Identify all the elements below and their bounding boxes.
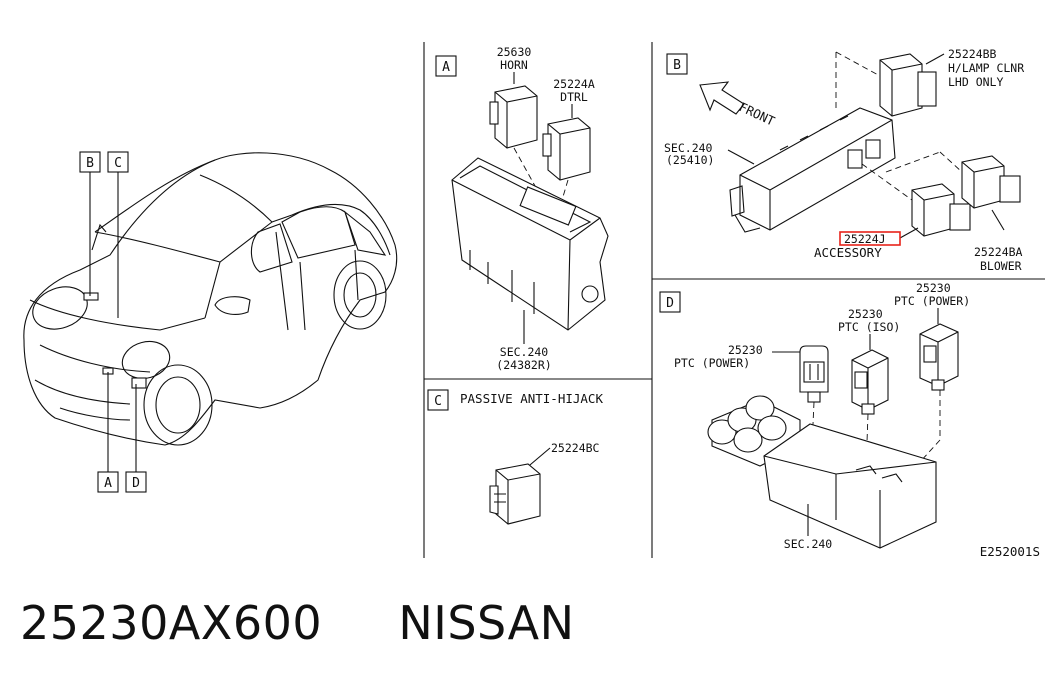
- part-number: 25230AX600: [20, 596, 323, 650]
- panel-b-sec-ref: SEC.240: [664, 141, 713, 155]
- panel-c-title: PASSIVE ANTI-HIJACK: [460, 391, 603, 406]
- horn-relay: [489, 85, 538, 149]
- ptc-mid-code: 25230: [848, 307, 883, 321]
- front-label: FRONT: [737, 99, 778, 129]
- panel-d-sec-ref: SEC.240: [784, 537, 833, 551]
- ptc-power-relay-right: [919, 323, 959, 391]
- panel-d-letter: D: [666, 296, 674, 311]
- diagram-id: E252001S: [980, 544, 1040, 559]
- blower-label: BLOWER: [980, 259, 1022, 273]
- ptc-mid-label: PTC (ISO): [838, 320, 900, 334]
- blower-code: 25224BA: [974, 245, 1023, 259]
- panel-b-letter: B: [673, 58, 681, 73]
- relay-block-b: [729, 107, 896, 233]
- fuse-block-a: [451, 157, 609, 331]
- accessory-code: 25224J: [844, 232, 886, 246]
- panel-dividers: [423, 42, 1045, 558]
- accessory-label: ACCESSORY: [814, 245, 882, 260]
- hlamp-cleaner-relay: [879, 53, 937, 117]
- panel-a-sec-ref: SEC.240: [500, 345, 549, 359]
- ptc-power-relay-left: [799, 345, 829, 403]
- dtrl-relay: [542, 117, 591, 181]
- panel-c-letter: C: [434, 394, 442, 409]
- brand-name: NISSAN: [398, 596, 575, 650]
- dtrl-code: 25224A: [553, 77, 595, 91]
- hlamp-cleaner-line2: LHD ONLY: [948, 75, 1003, 89]
- ptc-right-code: 25230: [916, 281, 951, 295]
- ptc-left-code: 25230: [728, 343, 763, 357]
- ptc-heater-block: [707, 395, 937, 549]
- blower-relay: [961, 155, 1021, 209]
- car-overview-illustration: [23, 152, 398, 446]
- panel-b: B FRONT SEC.240 (25410) 25224BB H/LAMP C: [664, 47, 1024, 273]
- hlamp-cleaner-code: 25224BB: [948, 47, 997, 61]
- dtrl-label: DTRL: [560, 90, 588, 104]
- hlamp-cleaner-line1: H/LAMP CLNR: [948, 61, 1024, 75]
- footer-caption: 25230AX600 NISSAN: [20, 596, 574, 650]
- horn-code: 25630: [497, 45, 532, 59]
- panel-a-letter: A: [442, 60, 450, 75]
- overview-callouts: B C A D: [79, 151, 147, 493]
- panel-a-sec-sub: (24382R): [496, 358, 551, 372]
- ptc-left-label: PTC (POWER): [674, 356, 750, 370]
- callout-c: C: [114, 156, 122, 171]
- anti-hijack-code: 25224BC: [551, 441, 600, 455]
- accessory-relay: [911, 183, 971, 237]
- ptc-iso-relay: [851, 349, 889, 415]
- accessory-code-highlight: [839, 231, 901, 246]
- ptc-right-label: PTC (POWER): [894, 294, 970, 308]
- anti-hijack-relay: [489, 463, 541, 525]
- horn-label: HORN: [500, 58, 528, 72]
- panel-b-sec-sub: (25410): [666, 153, 714, 167]
- callout-a: A: [104, 476, 112, 491]
- callout-d: D: [132, 476, 140, 491]
- front-arrow-icon: [699, 81, 745, 115]
- panel-c: C PASSIVE ANTI-HIJACK 25224BC: [427, 389, 603, 525]
- panel-a: A 25630 HORN 25224A DTRL: [435, 45, 609, 372]
- callout-b: B: [86, 156, 94, 171]
- panel-d: D 25230 PTC (POWER) 25230 PTC (ISO) 2523…: [659, 281, 970, 551]
